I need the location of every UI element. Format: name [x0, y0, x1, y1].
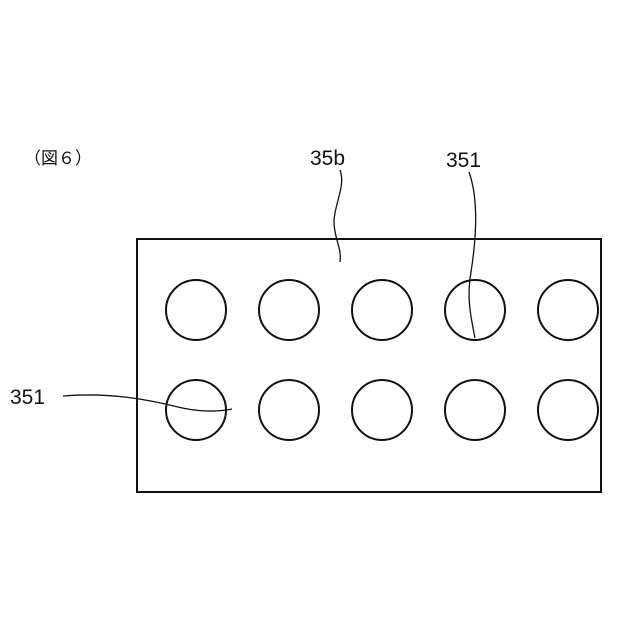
hole-351 [259, 280, 319, 340]
perforated-plate [137, 239, 601, 492]
label-hole-351-top: 351 [446, 149, 481, 172]
hole-351 [166, 280, 226, 340]
hole-351 [352, 380, 412, 440]
hole-351 [259, 380, 319, 440]
hole-351 [445, 380, 505, 440]
figure-caption: （図６） [24, 149, 92, 169]
label-hole-351-left: 351 [10, 386, 45, 409]
hole-351 [538, 380, 598, 440]
label-plate-35b: 35b [310, 147, 345, 170]
hole-351 [445, 280, 505, 340]
hole-351 [538, 280, 598, 340]
hole-351 [352, 280, 412, 340]
